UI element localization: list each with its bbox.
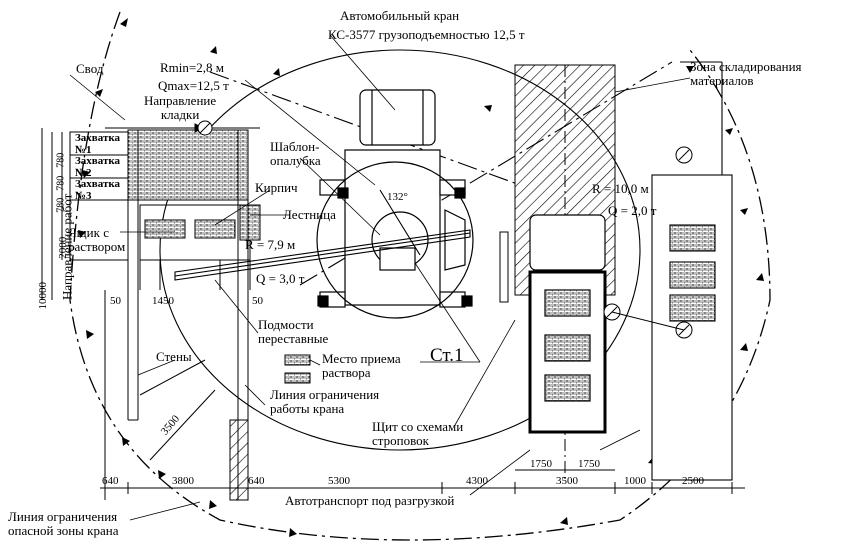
label-template: Шаблон- опалубка [270,139,321,168]
crane-q-max-reach: Q = 2,0 т [608,203,657,218]
crane-station-label: Ст.1 [430,345,464,366]
dim-left-780-2: 780 [55,175,67,191]
laying-arrow [160,120,235,136]
dim-bottom-1000: 1000 [624,475,646,487]
crane-q-mid: Q = 3,0 т [256,271,305,286]
truck [528,214,607,434]
grip-1: Захватка №1 [75,132,121,156]
crane-r-max: R = 10,0 м [592,181,649,196]
dim-building-1450: 1450 [152,295,174,307]
crane-subtitle: КС-3577 грузоподъемностью 12,5 т [328,27,525,42]
label-mortar-place: Место приема раствора [322,351,401,380]
dim-left-10000: 10000 [36,282,49,310]
dim-left-780-3: 780 [55,197,67,213]
walls [104,290,249,501]
dim-left-2000: 2000 [57,236,70,259]
dim-bottom-4300: 4300 [466,475,488,487]
dim-building-50-a: 50 [110,295,121,307]
dim-bottom-5300: 5300 [328,475,350,487]
crane-rmin: Rmin=2,8 м [160,60,224,75]
dim-bottom-640-b: 640 [248,475,265,487]
label-walls: Стены [156,349,192,364]
label-brick: Кирпич [255,180,298,195]
dim-left-780-1: 780 [55,152,67,168]
crane-title: Автомобильный кран [340,8,460,23]
grip-2: Захватка №2 [75,155,121,179]
dim-bottom-3800: 3800 [172,475,194,487]
grip-table [51,131,129,300]
label-vault: Свод [76,61,104,76]
dim-truck-1750-b: 1750 [578,458,600,470]
dim-truck-1750-a: 1750 [530,458,552,470]
dim-bottom-640-a: 640 [102,475,119,487]
crane-vehicle [316,89,474,319]
dim-bottom-2500: 2500 [682,475,704,487]
label-crane-limit: Линия ограничения работы крана [270,387,380,416]
mortar-place [284,354,311,384]
crane-qmax: Qmax=12,5 т [158,78,229,93]
label-danger-zone: Линия ограничения опасной зоны крана [8,509,119,538]
dim-building-50-b: 50 [252,295,263,307]
label-trucks: Автотранспорт под разгрузкой [285,493,455,508]
leader-lines [69,34,691,521]
danger-zone-line [69,11,771,541]
label-storage-zone: Зона складирования материалов [690,59,802,88]
label-scaffolds: Подмости переставные [258,317,329,346]
sling-board [499,231,509,303]
crane-r-mid: R = 7,9 м [245,237,296,252]
label-sling-board: Щит со схемами строповок [372,419,464,448]
crane-angle: 132° [387,191,408,203]
label-mortar-box: Ящик с раствором [68,225,126,254]
crane-limit-circle [159,49,641,451]
crane-boom [174,189,471,281]
dim-bottom-3500: 3500 [556,475,578,487]
hooks [603,146,693,339]
storage-zone [651,61,733,481]
grip-3: Захватка №3 [75,178,121,202]
label-ladder: Лестница [283,207,336,222]
bottom-dimension-line [100,469,745,494]
label-laying-direction: Направление кладки [144,93,217,122]
